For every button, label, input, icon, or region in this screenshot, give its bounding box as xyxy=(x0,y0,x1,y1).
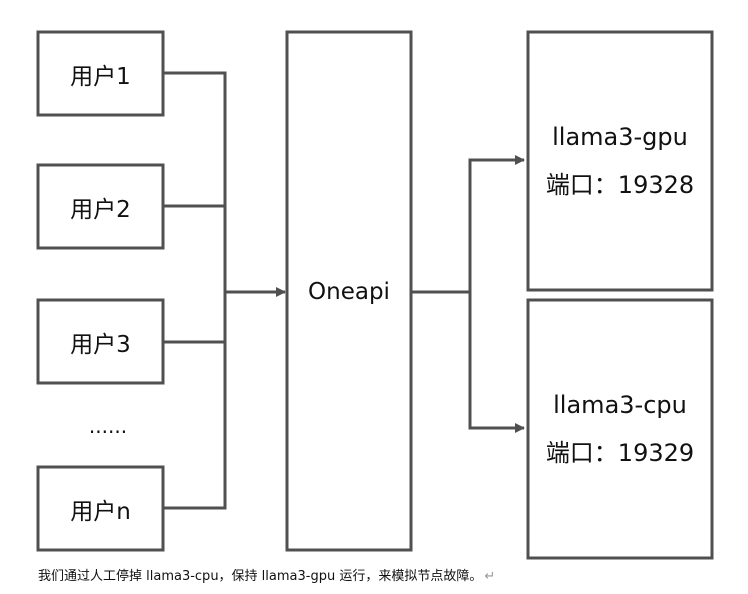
server-cpu-port: 端口：19329 xyxy=(545,439,695,467)
caption-text: 我们通过人工停掉 llama3-cpu，保持 llama3-gpu 运行，来模拟… xyxy=(38,569,483,584)
server-cpu-name: llama3-cpu xyxy=(553,391,687,419)
user-box-3 xyxy=(36,298,165,385)
server-gpu-port: 端口：19328 xyxy=(545,171,695,199)
gateway-box xyxy=(285,30,413,552)
caption: 我们通过人工停掉 llama3-cpu，保持 llama3-gpu 运行，来模拟… xyxy=(38,565,495,584)
server-box-gpu xyxy=(526,30,714,292)
user-label-3: 用户3 xyxy=(70,331,131,358)
server-box-cpu xyxy=(526,298,714,560)
server-connectors xyxy=(411,158,472,430)
user-label-2: 用户2 xyxy=(70,196,131,223)
gateway-label: Oneapi xyxy=(308,279,390,305)
user-box-1 xyxy=(36,30,165,117)
user-box-2 xyxy=(36,163,165,250)
paragraph-mark-icon: ↵ xyxy=(484,569,496,584)
architecture-diagram xyxy=(36,30,714,560)
user-label-n: 用户n xyxy=(70,498,131,525)
user-label-1: 用户1 xyxy=(70,63,131,90)
server-gpu-name: llama3-gpu xyxy=(552,123,688,151)
ellipsis-label: ...... xyxy=(88,414,128,438)
